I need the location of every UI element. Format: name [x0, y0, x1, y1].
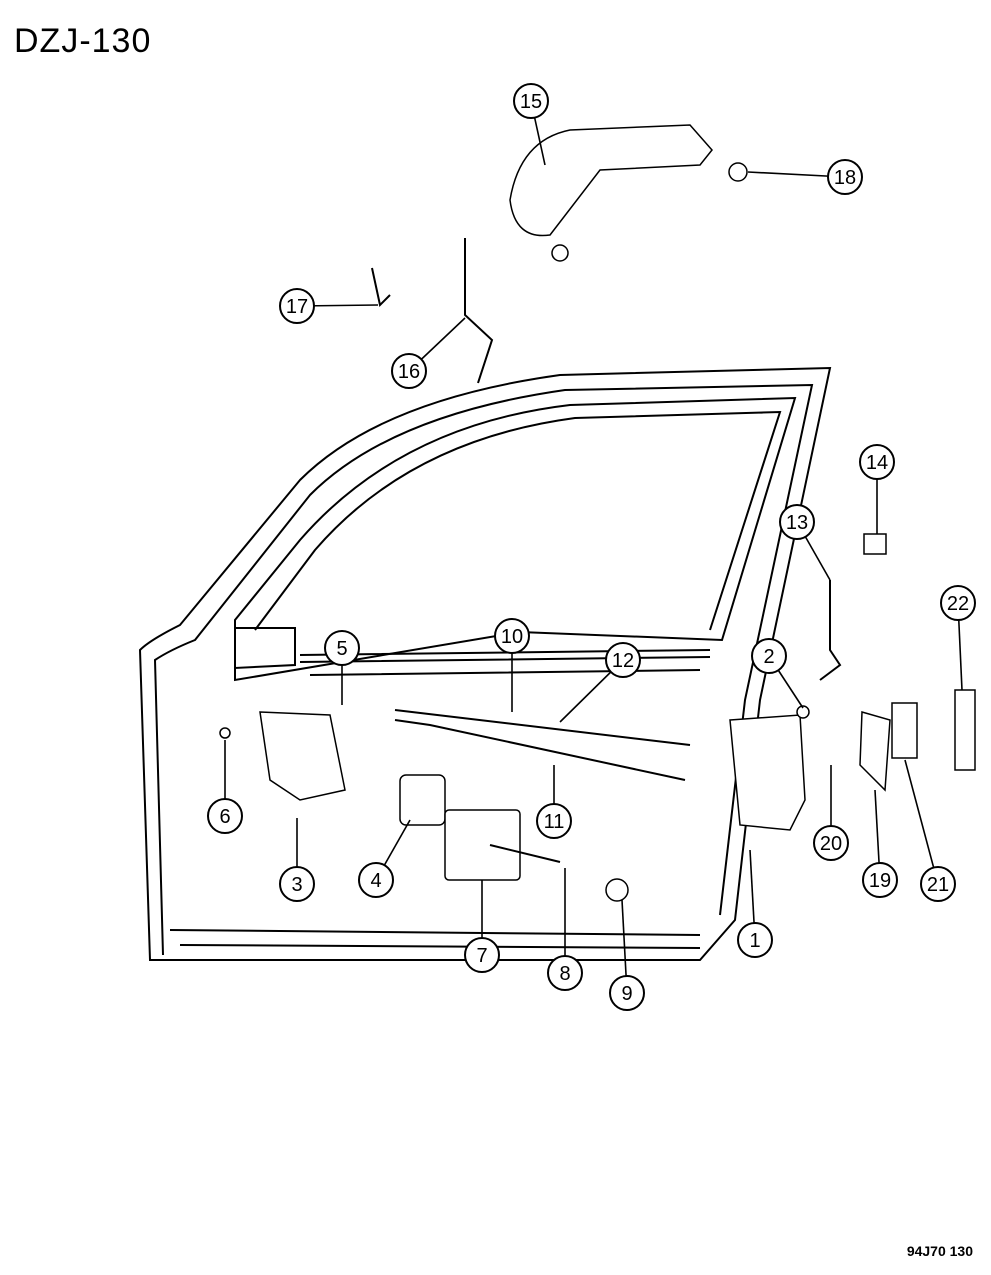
callout-label: 19	[869, 870, 891, 892]
callout-label: 9	[621, 983, 632, 1005]
callout-label: 16	[398, 361, 420, 383]
leader-lines	[224, 100, 963, 994]
screw-2	[796, 705, 810, 719]
callout-label: 7	[476, 945, 487, 967]
callout-label: 13	[786, 512, 808, 534]
callout-12: 12	[605, 642, 641, 678]
clip-17	[371, 267, 391, 308]
callout-label: 5	[336, 638, 347, 660]
callout-label: 10	[501, 626, 523, 648]
callout-8: 8	[547, 955, 583, 991]
lock-rod	[464, 238, 494, 384]
callout-20: 20	[813, 825, 849, 861]
callout-13: 13	[779, 504, 815, 540]
callout-label: 4	[370, 870, 381, 892]
callout-label: 20	[820, 833, 842, 855]
callout-label: 12	[612, 650, 634, 672]
rod-11	[394, 719, 686, 781]
seal-4	[399, 774, 446, 826]
footer-code: 94J70 130	[906, 1243, 973, 1259]
callout-9: 9	[609, 975, 645, 1011]
inside-handle-3	[259, 711, 346, 801]
callout-22: 22	[940, 585, 976, 621]
callout-label: 21	[927, 874, 949, 896]
outside-handle	[509, 124, 713, 237]
callout-11: 11	[536, 803, 572, 839]
nut	[551, 244, 569, 262]
callout-4: 4	[358, 862, 394, 898]
callout-7: 7	[464, 937, 500, 973]
callout-1: 1	[737, 922, 773, 958]
clip-14	[863, 533, 887, 555]
callout-label: 2	[763, 646, 774, 668]
plate-22	[954, 689, 976, 771]
callout-label: 22	[947, 593, 969, 615]
rod-10	[394, 709, 691, 746]
callout-10: 10	[494, 618, 530, 654]
callout-6: 6	[207, 798, 243, 834]
callout-label: 6	[219, 806, 230, 828]
screw-8	[489, 844, 561, 863]
striker-19	[859, 711, 891, 792]
callout-label: 18	[834, 167, 856, 189]
callout-label: 8	[559, 963, 570, 985]
callout-label: 11	[544, 811, 565, 833]
shim-21	[891, 702, 918, 759]
latch-1	[729, 714, 806, 831]
bezel-7	[444, 809, 521, 881]
callout-15: 15	[513, 83, 549, 119]
callout-label: 3	[291, 874, 302, 896]
callout-16: 16	[391, 353, 427, 389]
nut-18	[728, 162, 748, 182]
screw-6	[219, 727, 231, 739]
callout-17: 17	[279, 288, 315, 324]
callout-label: 15	[520, 91, 542, 113]
diagram-title: DZJ-130	[14, 22, 152, 60]
leader-line-21	[904, 759, 939, 885]
plug-9	[605, 878, 629, 902]
callout-19: 19	[862, 862, 898, 898]
callout-21: 21	[920, 866, 956, 902]
door-shell	[138, 366, 832, 961]
callout-label: 17	[286, 296, 308, 318]
rod-13	[819, 580, 842, 681]
callout-label: 1	[749, 930, 760, 952]
callout-3: 3	[279, 866, 315, 902]
callout-label: 14	[866, 452, 888, 474]
callout-14: 14	[859, 444, 895, 480]
callout-18: 18	[827, 159, 863, 195]
callout-5: 5	[324, 630, 360, 666]
callout-2: 2	[751, 638, 787, 674]
